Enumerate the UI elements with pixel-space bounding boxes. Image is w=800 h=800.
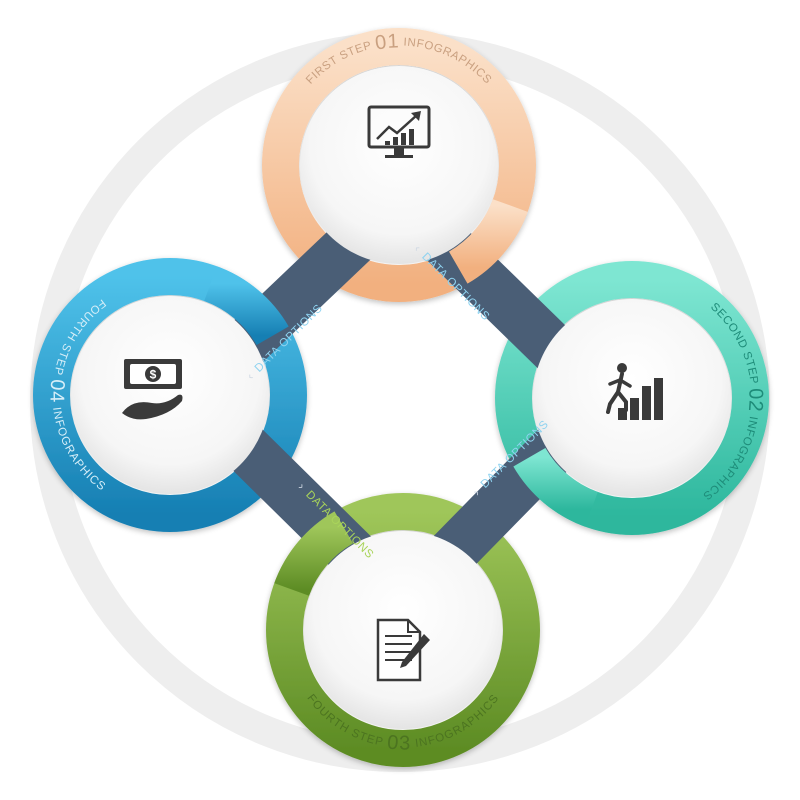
step-ring-3-overlap [274,511,354,597]
chevron-icon: ‹ [245,371,257,383]
step-ring-4-overlap [203,266,289,346]
step-ring-4 [33,258,307,532]
step-number: 02 [744,388,767,413]
step-number: 04 [45,378,68,403]
step-number: 03 [386,732,411,755]
climbing-stairs-icon [606,363,663,420]
chevron-icon: › [471,487,483,499]
step-ring-1 [262,28,536,302]
step-1-disc [300,66,498,264]
monitor-chart-icon [367,105,431,158]
chevron-icon: › [296,481,308,493]
step-ring-3 [266,493,540,767]
step-4-disc [71,296,269,494]
document-pen-icon [376,618,430,682]
chevron-icon: ‹ [412,243,424,255]
step-ring-1-overlap [448,198,528,284]
dollar-glyph: $ [150,368,157,382]
step-ring-2-overlap [513,447,599,527]
money-hand-icon: $ [122,359,183,420]
step-ring-2 [495,261,769,535]
